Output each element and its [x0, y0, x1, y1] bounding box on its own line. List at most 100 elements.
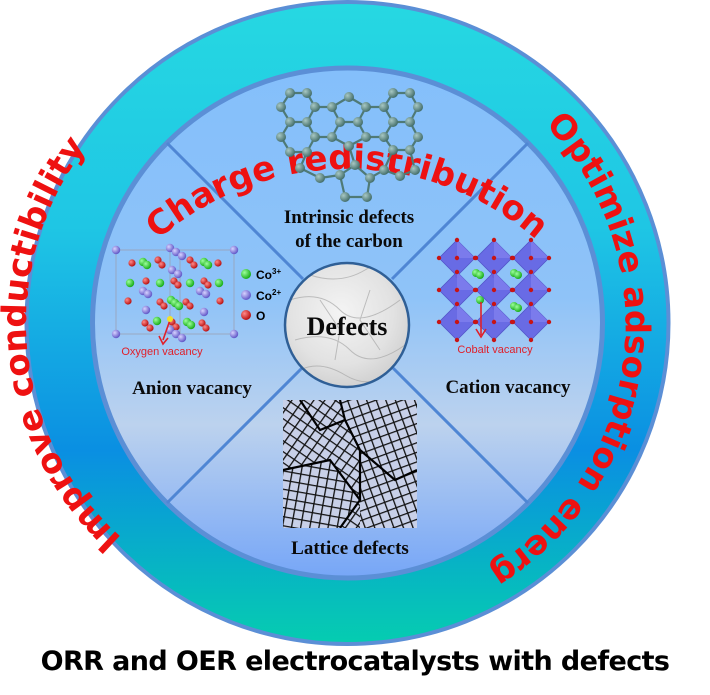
carbon-atom	[295, 163, 305, 173]
carbon-atom	[302, 117, 312, 127]
oxygen-atom	[436, 319, 442, 325]
carbon-atom	[405, 88, 415, 98]
oxygen-atom	[491, 319, 497, 325]
oxygen-atom	[528, 301, 534, 307]
cobalt-atom	[514, 271, 522, 279]
lattice-defects-image	[283, 400, 417, 528]
co2-atom	[111, 245, 121, 255]
co3-atom	[155, 278, 165, 288]
co3-atom	[152, 316, 162, 326]
oxygen-atom	[528, 337, 534, 343]
co2-atom	[143, 289, 153, 299]
oxygen-atom	[214, 259, 222, 267]
co2-atom	[229, 245, 239, 255]
figure-caption: ORR and OER electrocatalysts with defect…	[40, 646, 670, 677]
oxygen-atom	[546, 255, 552, 261]
octahedron-face	[494, 240, 512, 258]
oxygen-atom	[454, 319, 460, 325]
carbon-atom	[413, 102, 423, 112]
co2-atom	[171, 329, 181, 339]
carbon-atom	[276, 132, 286, 142]
co2-atom	[177, 333, 187, 343]
carbon-atom	[285, 147, 295, 157]
oxygen-atom	[528, 237, 534, 243]
octahedron-face	[494, 272, 512, 290]
oxygen-atom	[154, 256, 162, 264]
legend-co2-marker	[241, 290, 251, 300]
oxygen-vacancy-arrow	[158, 316, 173, 346]
oxygen-atom	[528, 319, 534, 325]
octahedron-face	[457, 272, 475, 290]
octahedron-face	[531, 240, 549, 258]
oxygen-atom	[216, 297, 224, 305]
carbon-atom	[361, 132, 371, 142]
carbon-atom	[405, 145, 415, 155]
oxygen-atom	[142, 277, 150, 285]
carbon-atom	[302, 88, 312, 98]
carbon-atom	[379, 102, 389, 112]
oxygen-atom	[454, 237, 460, 243]
cation-octahedra	[436, 237, 552, 343]
carbon-atom	[405, 117, 415, 127]
carbon-atom	[340, 192, 350, 202]
carbon-structure	[276, 88, 423, 202]
oxygen-atom	[473, 319, 479, 325]
oxygen-atom	[491, 255, 497, 261]
legend-o-label: O	[256, 309, 265, 323]
quadrant-title-left: Anion vacancy	[132, 378, 252, 399]
oxygen-atom	[146, 324, 154, 332]
oxygen-atom	[436, 287, 442, 293]
carbon-atom	[285, 88, 295, 98]
oxygen-atom	[491, 269, 497, 275]
octahedron-face	[457, 304, 475, 322]
co3-atom	[185, 278, 195, 288]
carbon-atom	[388, 88, 398, 98]
oxygen-atom	[454, 337, 460, 343]
carbon-atom	[365, 173, 375, 183]
oxygen-atom	[202, 324, 210, 332]
quadrant-title-top-line2: of the carbon	[295, 231, 403, 252]
oxygen-atom	[546, 287, 552, 293]
oxygen-atom	[528, 287, 534, 293]
center-disc	[283, 261, 411, 389]
co3-atom	[125, 278, 135, 288]
oxygen-atom	[510, 319, 516, 325]
oxygen-atom	[198, 319, 206, 327]
oxygen-atom	[491, 337, 497, 343]
cobalt-vacancy-label: Cobalt vacancy	[457, 344, 533, 356]
co2-atom	[201, 289, 211, 299]
oxygen-atom	[528, 269, 534, 275]
carbon-atom	[350, 160, 360, 170]
cobalt-atom	[514, 304, 522, 312]
oxygen-atom	[186, 302, 194, 310]
legend-co2-label: Co2+	[256, 288, 281, 303]
oxygen-atom	[128, 259, 136, 267]
carbon-atom	[410, 165, 420, 175]
co3-atom	[174, 301, 184, 311]
co2-atom	[173, 269, 183, 279]
carbon-atom	[353, 117, 363, 127]
co2-atom	[111, 329, 121, 339]
carbon-atom	[276, 102, 286, 112]
co3-atom	[203, 260, 213, 270]
oxygen-atom	[141, 319, 149, 327]
legend-o-marker	[241, 310, 251, 320]
carbon-atom	[361, 102, 371, 112]
carbon-atom	[379, 132, 389, 142]
oxygen-atom	[124, 297, 132, 305]
co2-atom	[171, 247, 181, 257]
carbon-atom	[362, 192, 372, 202]
octahedron-face	[531, 272, 549, 290]
co3-atom	[186, 320, 196, 330]
oxygen-atom	[186, 256, 194, 264]
anion-legend: Co3+ Co2+ O	[241, 267, 281, 323]
co3-atom	[214, 278, 224, 288]
carbon-atom	[302, 147, 312, 157]
co3-atom	[142, 260, 152, 270]
carbon-atom	[388, 117, 398, 127]
carbon-atom	[413, 132, 423, 142]
oxygen-atom	[172, 323, 180, 331]
oxygen-atom	[158, 261, 166, 269]
octahedron-face	[531, 304, 549, 322]
